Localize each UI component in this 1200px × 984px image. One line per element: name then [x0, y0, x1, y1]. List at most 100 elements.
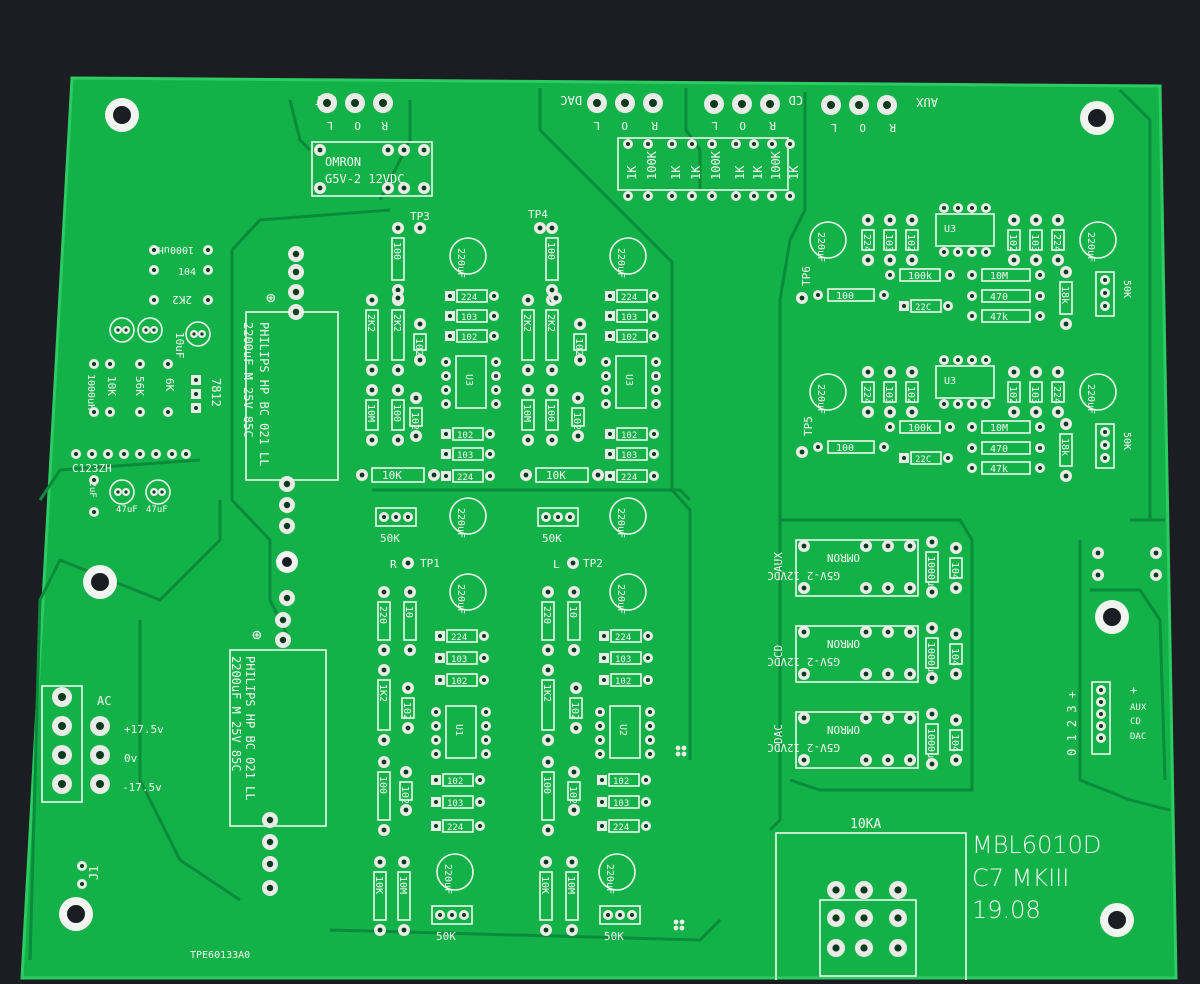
- resistor-label: 102: [905, 386, 916, 404]
- connector-pad: [732, 94, 752, 114]
- resistor-pad: [1060, 318, 1072, 330]
- resistor-pad: [410, 392, 422, 404]
- small-part-pad: [105, 407, 115, 417]
- ic-pad: [645, 721, 655, 731]
- cap-value: 220uF: [455, 584, 466, 614]
- resistor-pad: [546, 434, 558, 446]
- resistor-pad: [967, 311, 977, 321]
- small-part-pad: [149, 295, 159, 305]
- board-substrate: [22, 78, 1176, 978]
- ic-pad: [481, 735, 491, 745]
- connector-pad: [615, 93, 635, 113]
- cap-pad: [649, 291, 659, 301]
- testpoint-pad: [567, 557, 579, 569]
- cap-pad: [605, 291, 615, 301]
- big-cap-2: ⊕ PHILIPS HP BC 021 LL 2200uF M 25V 85C: [229, 625, 327, 827]
- small-part-pad: [89, 507, 99, 517]
- resistor-pad: [707, 139, 717, 149]
- cap-label: 102: [447, 777, 463, 787]
- via: [675, 751, 681, 757]
- resistor: 102: [399, 781, 413, 804]
- cap-value: 220uF: [455, 248, 466, 278]
- resistor-label: 102: [1007, 234, 1018, 252]
- resistor-label: 100: [391, 404, 402, 422]
- power-pad: [90, 774, 110, 794]
- power-small-8: 6K: [163, 378, 176, 392]
- cap-pad: [122, 326, 130, 334]
- electrolytic-cap: 220uF: [1079, 373, 1117, 414]
- relay-pad: [798, 668, 810, 680]
- resistor-pad: [392, 434, 404, 446]
- resistor-pad: [749, 191, 759, 201]
- resistor-pad: [546, 384, 558, 396]
- cap-pad: [262, 812, 278, 828]
- ic-pad: [481, 749, 491, 759]
- resistor-pad: [884, 254, 896, 266]
- via-pad: [550, 292, 562, 304]
- ceramic-cap: 103: [608, 795, 640, 809]
- resistor-pad: [926, 672, 938, 684]
- ceramic-cap: 224: [456, 289, 488, 303]
- relay-pad: [860, 754, 872, 766]
- small-part-pad: [135, 407, 145, 417]
- resistor: 470: [981, 441, 1031, 455]
- ic-pad: [151, 449, 161, 459]
- resistor: 102: [567, 781, 581, 804]
- resistor-pad: [414, 354, 426, 366]
- resistor: 10M: [365, 399, 379, 431]
- ceramic-cap: 224: [446, 629, 478, 643]
- resistor-label: 1000uH: [925, 556, 936, 592]
- header-pad: [1096, 685, 1106, 695]
- cap-label: 224: [451, 633, 467, 643]
- op-amp-ic: U3: [615, 355, 647, 409]
- resistor-label: 220: [377, 606, 388, 624]
- resistor-label: 224: [1051, 386, 1062, 404]
- resistor-label: 102: [567, 786, 578, 804]
- connector-pad: [704, 94, 724, 114]
- conn-cd-label: CD: [789, 93, 803, 107]
- ceramic-cap: 102: [616, 329, 648, 343]
- conn-aux-label: AUX: [916, 95, 938, 109]
- op-amp-ic: U3: [455, 355, 487, 409]
- small-part-pad: [163, 359, 173, 369]
- cap-pad: [643, 631, 653, 641]
- cap-pad: [605, 429, 615, 439]
- cap-pad: [431, 775, 441, 785]
- resistor: 470: [981, 289, 1031, 303]
- resistor-label: 10M: [990, 423, 1008, 434]
- resistor-label: 47k: [990, 312, 1008, 323]
- pot-pad: [1100, 453, 1110, 463]
- ic-pad: [431, 707, 441, 717]
- resistor-pad: [731, 191, 741, 201]
- resistor-label: 10K: [382, 469, 402, 482]
- pot-pad: [1100, 288, 1110, 298]
- tp5-label: TP5: [802, 416, 815, 436]
- relay-line2: G5V-2 12VDC: [767, 569, 840, 582]
- pot-pad: [603, 910, 613, 920]
- ic-label: U3: [463, 374, 474, 386]
- resistor: 10K: [371, 467, 425, 483]
- resistor-pad: [967, 291, 977, 301]
- ic-pad: [981, 203, 991, 213]
- resistor: 1000uH: [925, 551, 939, 592]
- resistor: 10M: [981, 420, 1031, 434]
- cap-pad: [899, 453, 909, 463]
- ic-pad: [967, 247, 977, 257]
- resistor-pad: [366, 294, 378, 306]
- ic-pad: [87, 449, 97, 459]
- small-electrolytic: [109, 317, 135, 343]
- ceramic-cap: 224: [616, 289, 648, 303]
- relay-line2: G5V-2 12VDC: [767, 741, 840, 754]
- relay-pad: [382, 182, 394, 194]
- output-pad: [1150, 569, 1162, 581]
- resistor-label: 103: [883, 234, 894, 252]
- resistor: 102: [905, 381, 919, 404]
- resistor-pad: [906, 366, 918, 378]
- resistor-pad: [1035, 463, 1045, 473]
- resistor-pad: [1060, 470, 1072, 482]
- resistor-pad: [884, 366, 896, 378]
- pot-pad: [1100, 440, 1110, 450]
- ic-pad: [981, 355, 991, 365]
- resistor-pad: [862, 366, 874, 378]
